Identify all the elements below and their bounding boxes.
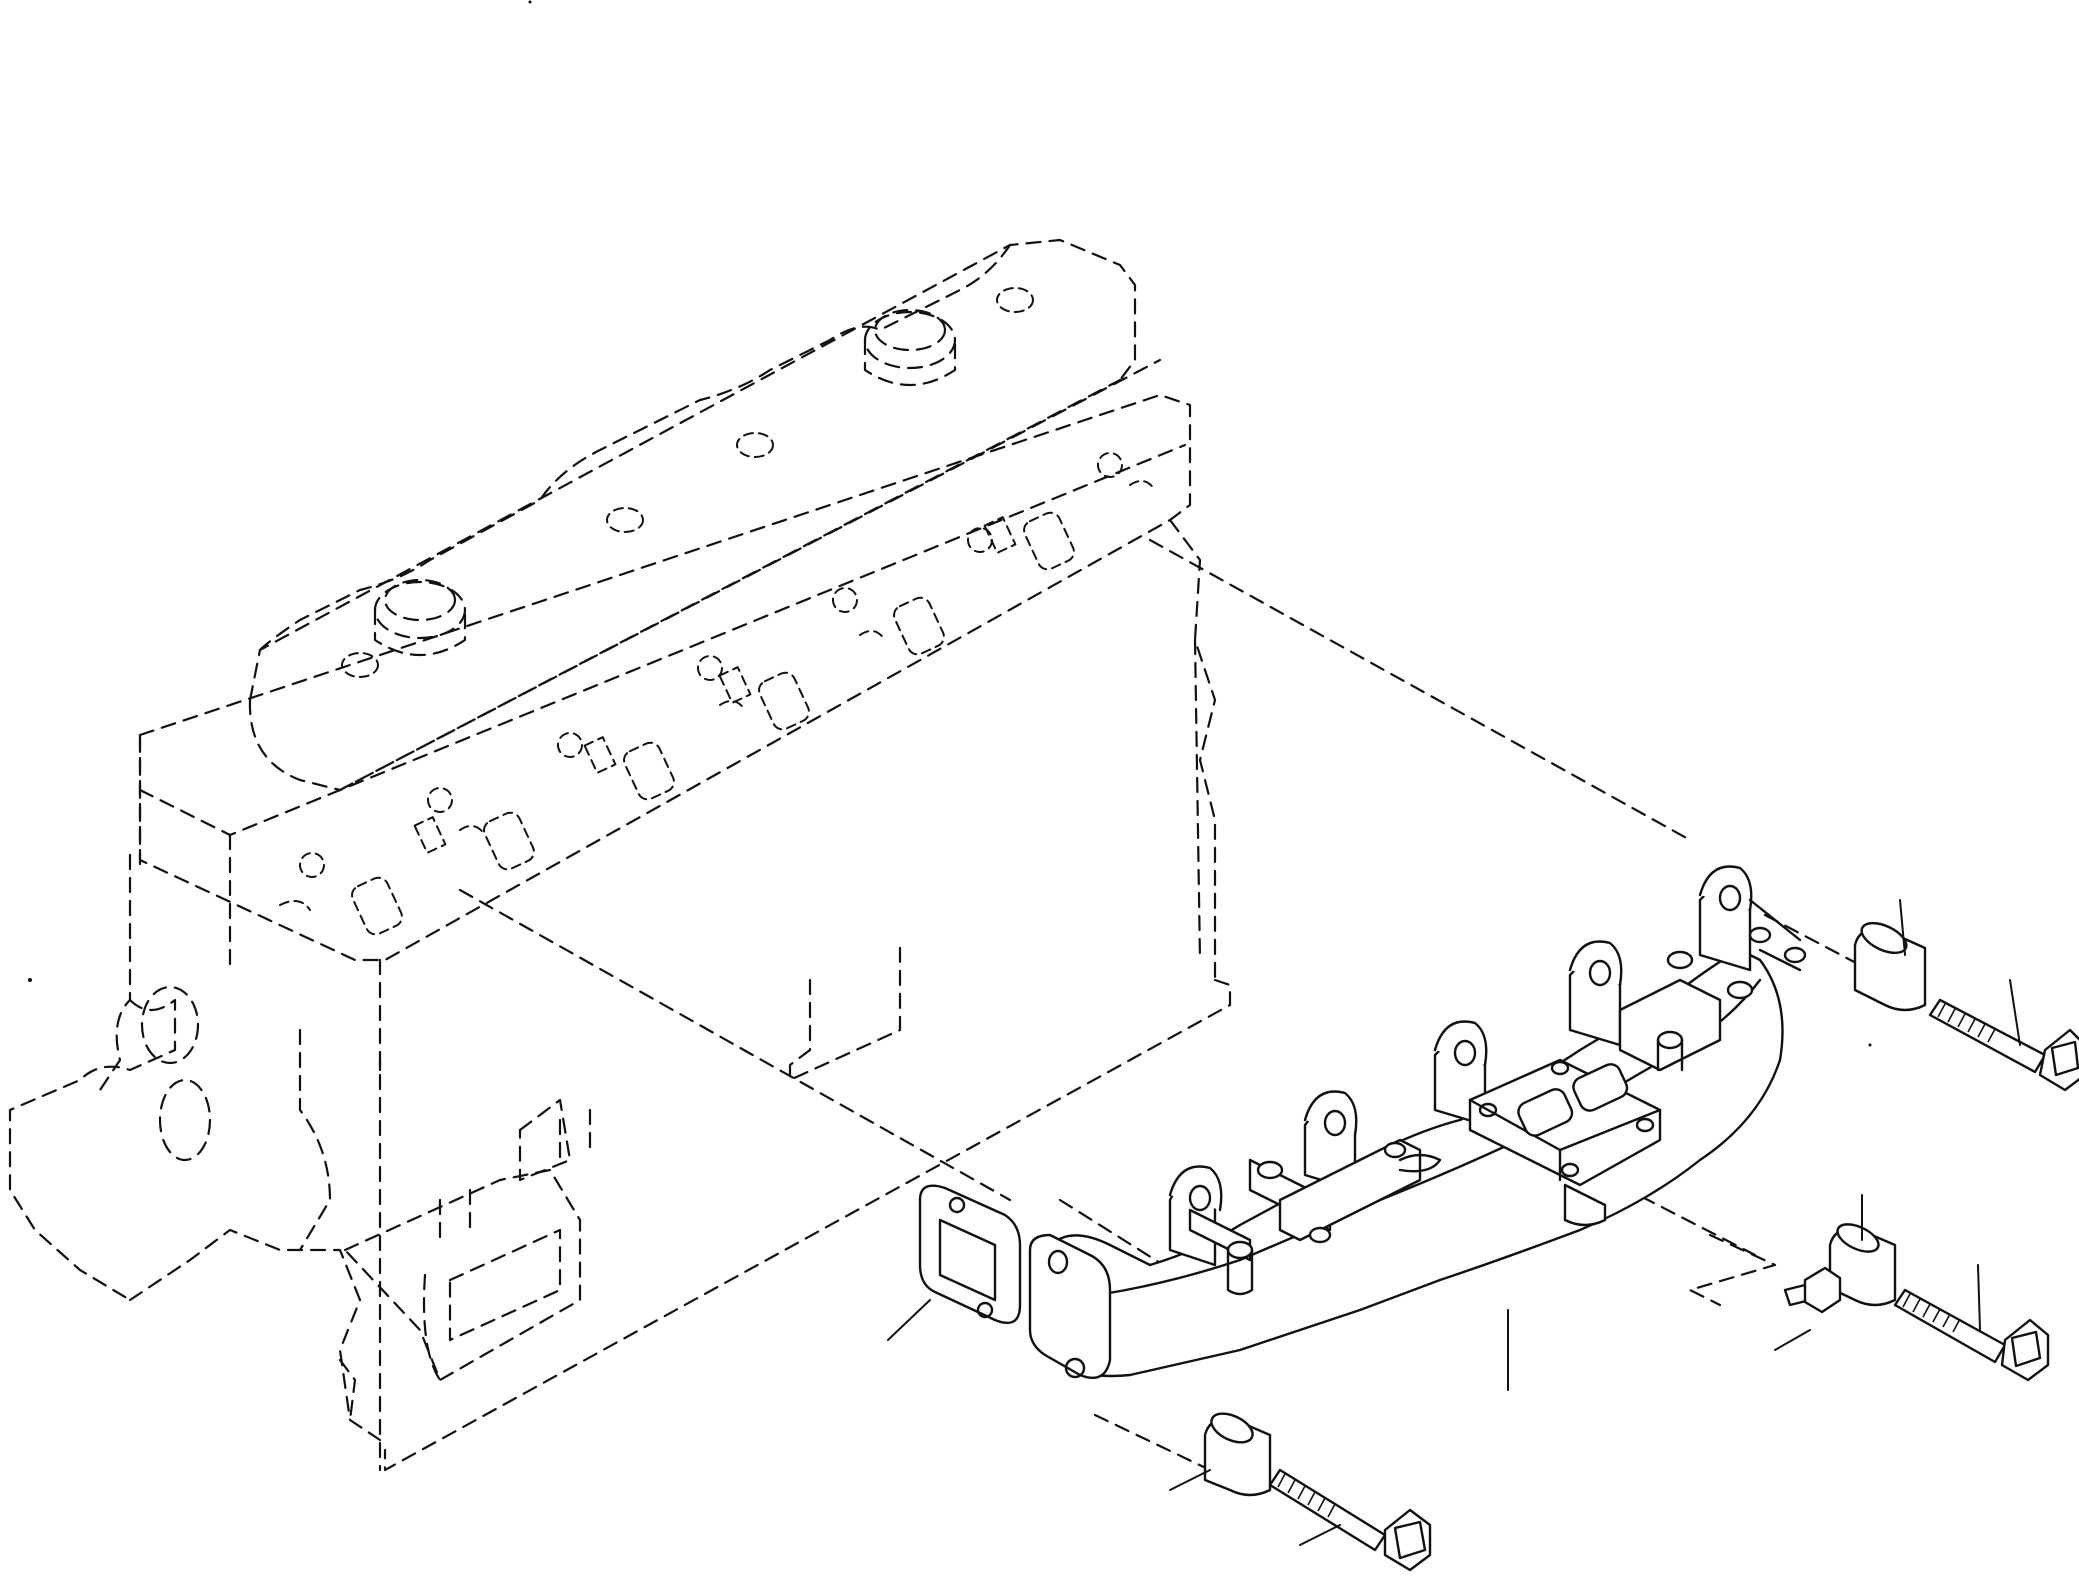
leader-bolt-rear-lower: [1977, 1264, 1981, 1331]
leader-bolt-front: [1299, 1524, 1341, 1546]
speck: [528, 0, 532, 4]
plug: [1783, 1266, 1842, 1314]
spacer-rear-upper: [1853, 921, 1927, 1012]
leader-plug: [1774, 1329, 1811, 1351]
speck: [1868, 1043, 1872, 1047]
bolt-rear-upper: [1928, 998, 2079, 1092]
bolt-front: [1268, 1468, 1432, 1572]
cylinder-head-phantom: [138, 238, 1192, 972]
speck: [28, 978, 32, 982]
callout-leaders: [887, 899, 2021, 1546]
stud-pattern-phantom: [279, 452, 1156, 911]
exhaust-ports-phantom: [351, 511, 1075, 936]
leader-bolt-rear-upper: [2009, 979, 2021, 1046]
manifold-gasket: [918, 1184, 1022, 1325]
exhaust-manifold: [1028, 865, 1807, 1380]
spacer-front: [1203, 1412, 1272, 1497]
bolt-rear-lower: [1893, 1288, 2050, 1382]
engine-block-phantom: [8, 518, 1232, 1472]
leader-spacer-front: [1169, 1469, 1211, 1491]
leader-gasket: [887, 1299, 931, 1341]
leader-spacer-rear-upper: [1899, 899, 1906, 956]
